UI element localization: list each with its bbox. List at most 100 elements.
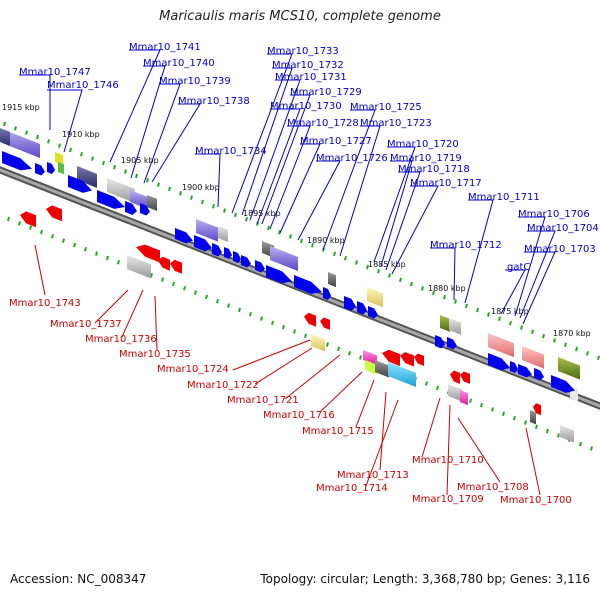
bottom-callout-line (457, 417, 501, 483)
forward-gene (2, 151, 32, 171)
gene-label-top[interactable]: Mmar10_1720 (387, 139, 459, 150)
gene-label-top[interactable]: Mmar10_1747 (19, 67, 91, 78)
gene-label-bottom[interactable]: Mmar10_1708 (457, 482, 529, 493)
gene-label-top[interactable]: Mmar10_1738 (178, 96, 250, 107)
gene-label-top[interactable]: Mmar10_1704 (527, 223, 599, 234)
gene-label-bottom[interactable]: Mmar10_1743 (9, 298, 81, 309)
lower-tick (18, 221, 21, 226)
cog-feature (560, 425, 574, 443)
gene-label-top[interactable]: Mmar10_1719 (390, 153, 462, 164)
gene-label-top[interactable]: Mmar10_1725 (350, 102, 422, 113)
reverse-gene (320, 317, 330, 330)
reverse-gene (400, 352, 414, 367)
cog-feature (488, 333, 514, 358)
upper-tick (465, 303, 468, 309)
upper-tick (575, 346, 578, 352)
upper-tick (388, 273, 391, 278)
lower-tick (491, 407, 494, 412)
lower-tick (337, 346, 340, 352)
bottom-callout-line (121, 289, 144, 338)
gene-label-top[interactable]: Mmar10_1734 (195, 146, 267, 157)
forward-gene (140, 203, 150, 216)
gene-label-top[interactable]: gatC (507, 262, 530, 273)
cog-feature (440, 315, 450, 332)
lower-tick (579, 441, 582, 447)
lower-tick (216, 299, 219, 304)
bottom-callout-line (446, 404, 451, 496)
gene-label-bottom[interactable]: Mmar10_1724 (157, 364, 229, 375)
gene-label-top[interactable]: Mmar10_1739 (159, 76, 231, 87)
upper-tick (553, 338, 556, 343)
gene-label-top[interactable]: Mmar10_1746 (47, 80, 119, 91)
forward-gene (255, 260, 265, 273)
upper-tick (344, 255, 347, 261)
cog-feature (147, 195, 157, 211)
top-callout-line (109, 49, 161, 163)
upper-tick (487, 312, 490, 317)
top-callout-line (47, 89, 83, 153)
gene-label-bottom[interactable]: Mmar10_1715 (302, 426, 374, 437)
gene-label-top[interactable]: Mmar10_1712 (430, 240, 502, 251)
gene-label-top[interactable]: Mmar10_1711 (468, 192, 540, 203)
top-callout-line (373, 146, 416, 263)
lower-tick (51, 234, 54, 239)
upper-tick (223, 208, 226, 213)
gene-label-top[interactable]: Mmar10_1718 (398, 164, 470, 175)
gene-label-top[interactable]: Mmar10_1727 (300, 136, 372, 147)
upper-tick (135, 173, 138, 179)
cog-feature (365, 360, 377, 375)
cog-feature (449, 318, 461, 335)
upper-tick (509, 320, 512, 326)
gene-label-top[interactable]: Mmar10_1717 (410, 178, 482, 189)
gene-label-bottom[interactable]: Mmar10_1716 (263, 410, 335, 421)
gene-label-bottom[interactable]: Mmar10_1709 (412, 494, 484, 505)
gene-label-bottom[interactable]: Mmar10_1736 (85, 334, 157, 345)
gene-label-bottom[interactable]: Mmar10_1714 (316, 483, 388, 494)
gene-label-top[interactable]: Mmar10_1731 (275, 72, 347, 83)
upper-tick (366, 264, 369, 270)
gene-label-bottom[interactable]: Mmar10_1713 (337, 470, 409, 481)
cog-feature (196, 219, 218, 242)
map-title: Maricaulis maris MCS10, complete genome (159, 9, 441, 24)
lower-tick (249, 311, 252, 317)
upper-tick (3, 121, 6, 127)
upper-tick (102, 160, 105, 166)
top-callout-line (231, 53, 293, 214)
forward-gene (368, 306, 378, 319)
gene-label-bottom[interactable]: Mmar10_1722 (187, 380, 259, 391)
gene-label-top[interactable]: Mmar10_1732 (272, 60, 344, 71)
gene-label-top[interactable]: Mmar10_1706 (518, 209, 590, 220)
gene-label-top[interactable]: Mmar10_1723 (360, 118, 432, 129)
gene-label-bottom[interactable]: Mmar10_1737 (50, 319, 122, 330)
top-callout-line (151, 103, 201, 183)
lower-tick (62, 238, 65, 243)
lower-tick (40, 229, 43, 235)
gene-label-top[interactable]: Mmar10_1741 (129, 42, 201, 53)
lower-tick (326, 342, 329, 347)
cog-feature (375, 360, 389, 378)
scale-mark-label: 1900 kbp (182, 183, 220, 192)
bottom-callout-line (254, 347, 313, 385)
gene-label-top[interactable]: Mmar10_1726 (316, 153, 388, 164)
reverse-gene (158, 256, 170, 271)
gene-label-bottom[interactable]: Mmar10_1735 (119, 349, 191, 360)
reverse-gene (304, 312, 316, 327)
lower-tick (502, 411, 505, 417)
gene-label-bottom[interactable]: Mmar10_1700 (500, 495, 572, 506)
upper-tick (36, 134, 39, 140)
gene-label-bottom[interactable]: Mmar10_1721 (227, 395, 299, 406)
gene-label-top[interactable]: Mmar10_1733 (267, 46, 339, 57)
gene-label-top[interactable]: Mmar10_1703 (524, 244, 596, 255)
upper-tick (14, 126, 17, 131)
gene-label-top[interactable]: Mmar10_1728 (287, 118, 359, 129)
upper-tick (377, 268, 380, 274)
cog-feature (388, 362, 416, 388)
upper-tick (443, 294, 446, 300)
gene-label-top[interactable]: Mmar10_1730 (270, 101, 342, 112)
gene-label-top[interactable]: Mmar10_1729 (290, 87, 362, 98)
top-callout-line (256, 108, 301, 225)
lower-tick (29, 225, 32, 230)
upper-tick (410, 281, 413, 287)
forward-gene (233, 251, 241, 263)
gene-label-top[interactable]: Mmar10_1740 (143, 58, 215, 69)
